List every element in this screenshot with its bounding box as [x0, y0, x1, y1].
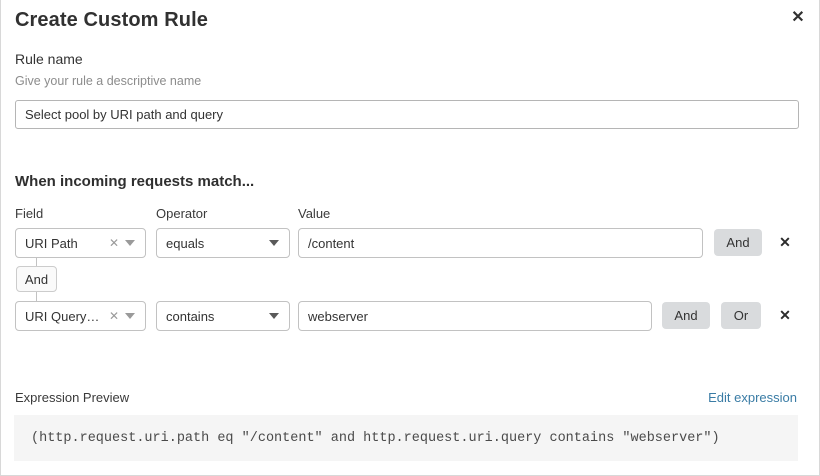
- connector-line-top: [36, 258, 37, 267]
- value-input-1[interactable]: [298, 301, 652, 331]
- close-icon[interactable]: ✕: [785, 5, 811, 31]
- field-select-value-0: URI Path: [25, 235, 78, 251]
- expression-preview-box: (http.request.uri.path eq "/content" and…: [14, 415, 798, 461]
- column-header-field: Field: [15, 206, 44, 221]
- field-select-0[interactable]: URI Path ✕: [15, 228, 146, 258]
- dialog-title: Create Custom Rule: [15, 9, 208, 31]
- field-select-1[interactable]: URI Query St... ✕: [15, 301, 146, 331]
- logic-and-button-1[interactable]: And: [662, 302, 710, 329]
- logic-or-button-1[interactable]: Or: [721, 302, 761, 329]
- operator-select-value-0: equals: [166, 235, 205, 251]
- connector-line-bottom: [36, 292, 37, 301]
- value-input-0[interactable]: [298, 228, 703, 258]
- remove-condition-button-1[interactable]: ✕: [775, 301, 795, 329]
- expression-preview-label: Expression Preview: [15, 390, 130, 405]
- operator-select-value-1: contains: [166, 308, 215, 324]
- operator-select-0[interactable]: equals: [156, 228, 290, 258]
- connector-and-badge[interactable]: And: [16, 266, 57, 292]
- operator-select-1[interactable]: contains: [156, 301, 290, 331]
- field-select-value-1: URI Query St...: [25, 308, 107, 324]
- clear-icon[interactable]: ✕: [108, 236, 119, 250]
- clear-icon[interactable]: ✕: [108, 309, 119, 323]
- chevron-down-icon[interactable]: [125, 240, 135, 246]
- match-section-heading: When incoming requests match...: [15, 173, 255, 190]
- expression-preview-code: (http.request.uri.path eq "/content" and…: [31, 430, 720, 446]
- rule-name-input[interactable]: [15, 100, 799, 129]
- column-header-operator: Operator: [156, 206, 208, 221]
- remove-condition-button-0[interactable]: ✕: [775, 228, 795, 256]
- rule-name-label: Rule name: [15, 51, 83, 67]
- logic-and-button-0[interactable]: And: [714, 229, 762, 256]
- rule-name-help-text: Give your rule a descriptive name: [15, 74, 202, 88]
- edit-expression-link[interactable]: Edit expression: [708, 390, 797, 405]
- chevron-down-icon[interactable]: [269, 240, 279, 246]
- chevron-down-icon[interactable]: [269, 313, 279, 319]
- column-header-value: Value: [298, 206, 331, 221]
- chevron-down-icon[interactable]: [125, 313, 135, 319]
